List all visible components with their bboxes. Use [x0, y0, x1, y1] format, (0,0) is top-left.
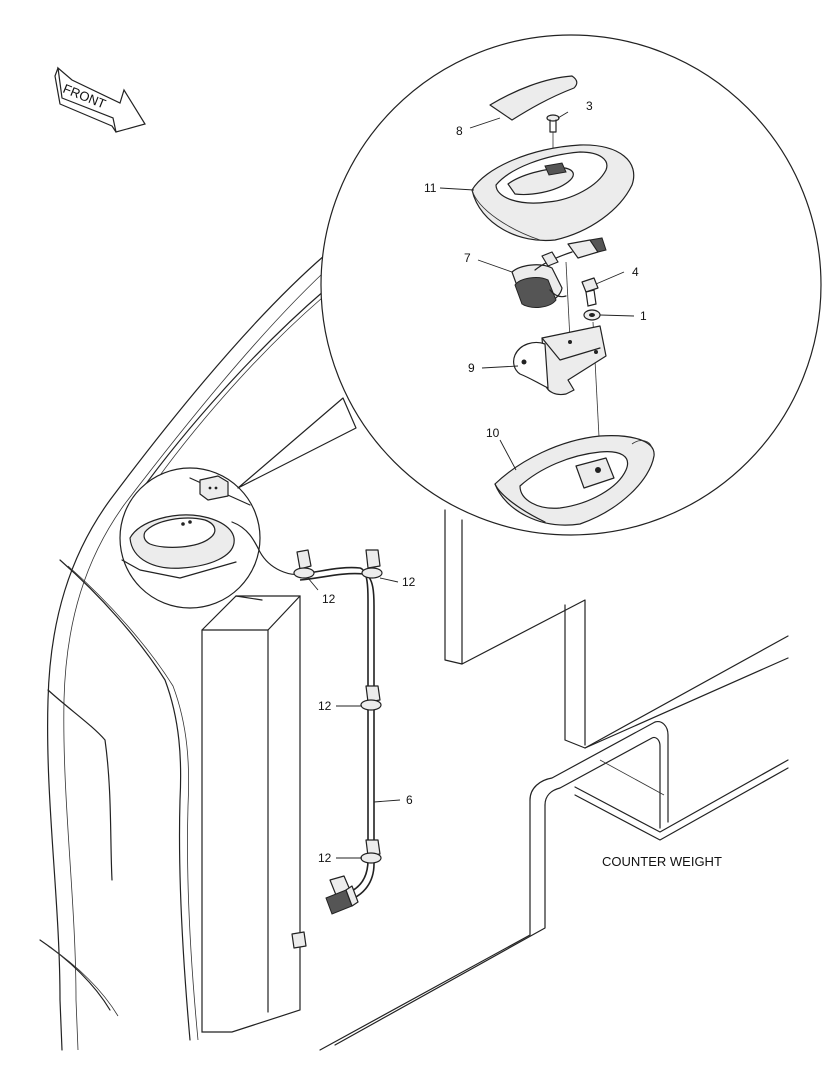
harness-connector	[325, 875, 359, 915]
clip-12-top-right	[361, 549, 383, 579]
detail-circle-large	[320, 34, 822, 536]
callout-10: 10	[486, 426, 500, 440]
leaders	[307, 111, 635, 859]
callout-8: 8	[456, 124, 463, 138]
part-1-washer	[583, 309, 601, 321]
part-7-lamp	[511, 237, 607, 308]
cab-body	[39, 254, 336, 1051]
callout-12-top-left: 12	[322, 592, 336, 606]
callout-6: 6	[406, 793, 413, 807]
callout-4: 4	[632, 265, 639, 279]
front-arrow: FRONT	[54, 66, 146, 133]
part-10-base	[494, 435, 655, 526]
clip-12-middle	[360, 685, 382, 711]
part-3-screw	[546, 114, 560, 168]
rear-column	[201, 595, 301, 1033]
counterweight-structure	[319, 509, 789, 1051]
callout-7: 7	[464, 251, 471, 265]
callout-1: 1	[640, 309, 647, 323]
callout-11: 11	[424, 181, 437, 195]
callout-3: 3	[586, 99, 593, 113]
part-11-cover	[471, 144, 635, 242]
callout-12-bottom: 12	[318, 851, 332, 865]
clip-12-bottom	[360, 839, 382, 864]
wire-harness-6	[291, 549, 383, 949]
detail-circle-small	[119, 397, 357, 609]
callout-9: 9	[468, 361, 475, 375]
clip-12-top-left	[293, 549, 315, 579]
callout-12-top-right: 12	[402, 575, 416, 589]
counterweight-label: COUNTER WEIGHT	[602, 854, 722, 869]
part-8-lens	[489, 75, 578, 121]
callout-labels: 8 3 11 7 4 1 9 10 12 12 12 6 12 COUNTER …	[318, 99, 722, 869]
part-9-bracket	[513, 325, 607, 396]
part-4-bolt	[581, 277, 599, 307]
callout-12-middle: 12	[318, 699, 332, 713]
work-light-small	[129, 514, 235, 569]
